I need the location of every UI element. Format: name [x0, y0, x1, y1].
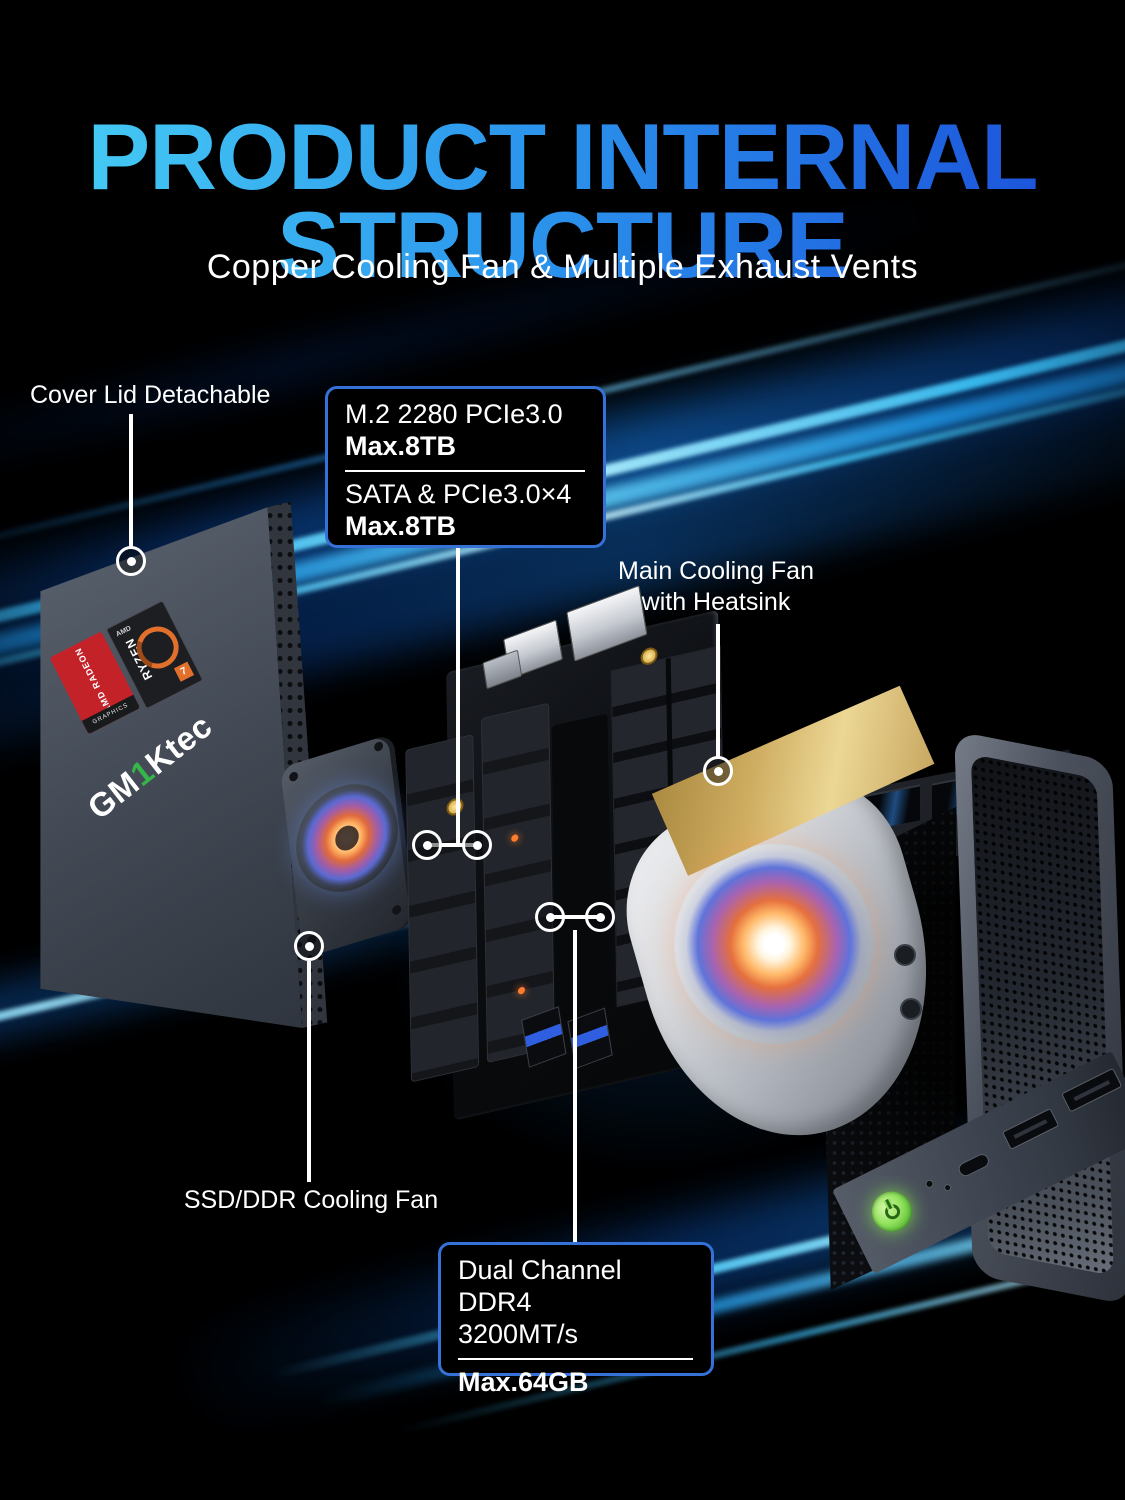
usb-a-tongue — [1013, 1119, 1048, 1139]
memory-connector-line — [550, 915, 600, 919]
power-icon — [881, 1201, 902, 1222]
callout-marker — [412, 830, 442, 860]
cover-lid: AMD RADEON GRAPHICS AMD RYZEN 7 GM1Ktec — [25, 496, 410, 1056]
cover-lid-face — [40, 507, 303, 1028]
memory-spec-box: Dual Channel DDR4 3200MT/s Max.64GB — [438, 1242, 714, 1397]
box-divider — [345, 469, 585, 472]
m2-ssd-stick-2 — [481, 702, 556, 1064]
usb-a-port — [1002, 1107, 1060, 1150]
storage-leader-line — [456, 548, 460, 845]
storage-row2-value: Max.8TB — [345, 510, 457, 541]
ryzen-sticker-brand: AMD — [115, 624, 133, 639]
box-divider — [458, 1357, 693, 1360]
m2-ssd-stick-1 — [405, 734, 480, 1083]
memory-row2-title: 3200MT/s — [458, 1318, 579, 1349]
main-fan-leader-line — [716, 624, 720, 757]
main-fan-label-line1: Main Cooling Fan — [618, 557, 814, 585]
mic-hole-icon — [924, 1178, 935, 1190]
callout-marker — [703, 756, 733, 786]
storage-connector-line — [427, 843, 477, 847]
fan-screw-icon — [894, 944, 916, 966]
ssd-fan-blades-glow — [290, 771, 404, 906]
usb-a-tongue — [1073, 1079, 1111, 1101]
storage-row1-value: Max.8TB — [345, 430, 457, 461]
storage-spec-box: M.2 2280 PCIe3.0 Max.8TB SATA & PCIe3.0×… — [325, 386, 606, 548]
ssd-fan-leader-line — [307, 961, 311, 1182]
memory-row1-title: Dual Channel DDR4 — [458, 1255, 622, 1317]
page-subtitle: Copper Cooling Fan & Multiple Exhaust Ve… — [206, 248, 919, 286]
radeon-sticker-text: AMD RADEON — [72, 645, 115, 715]
callout-marker — [294, 931, 324, 961]
usb-a-port — [1061, 1067, 1123, 1113]
storage-row1-title: M.2 2280 PCIe3.0 — [345, 399, 563, 429]
memory-row-value: Max.64GB — [458, 1366, 589, 1397]
callout-marker — [116, 546, 146, 576]
ssd-fan-label: SSD/DDR Cooling Fan — [183, 1186, 439, 1214]
main-cooling-fan — [602, 676, 971, 1169]
ssd-fan-hub — [333, 822, 361, 854]
main-fan-label-line2: with Heatsink — [641, 587, 791, 616]
main-fan-blades-glow — [674, 844, 874, 1044]
usb-c-port — [956, 1151, 992, 1179]
callout-marker — [462, 830, 492, 860]
screw-icon — [288, 770, 299, 783]
main-fan-label: Main Cooling Fan with Heatsink — [566, 556, 866, 617]
fan-screw-icon — [900, 998, 922, 1020]
page-title-line1: PRODUCT INTERNAL — [87, 103, 1038, 209]
power-button — [865, 1184, 919, 1239]
memory-leader-line — [573, 930, 577, 1242]
board-center-shroud — [551, 713, 613, 1025]
cover-lid-leader-line — [129, 414, 133, 548]
reset-pinhole-icon — [942, 1182, 953, 1193]
screw-icon — [373, 740, 384, 753]
storage-row2-title: SATA & PCIe3.0×4 — [345, 478, 572, 509]
cover-lid-label: Cover Lid Detachable — [30, 381, 271, 409]
ryzen-series-number: 7 — [173, 661, 195, 682]
